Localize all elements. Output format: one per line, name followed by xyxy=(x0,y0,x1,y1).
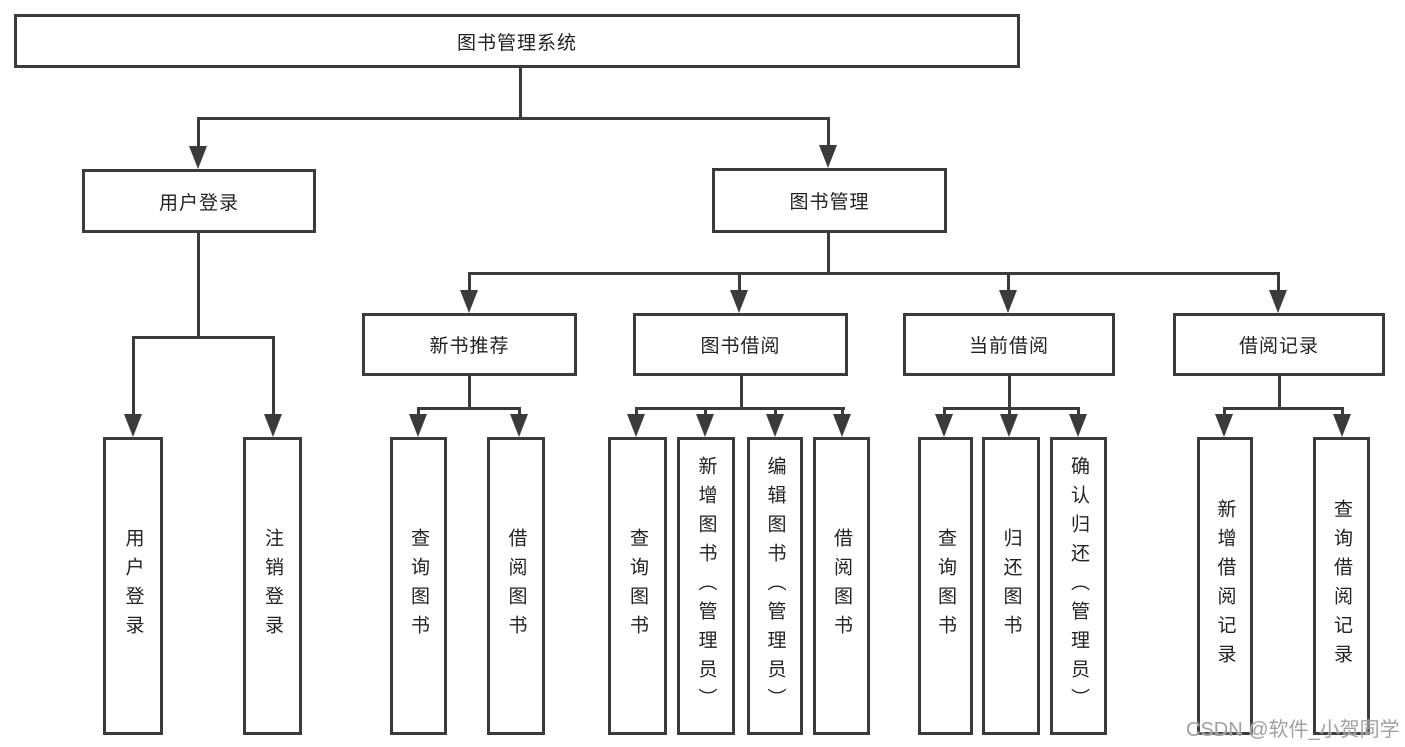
node-current-borrow-label: 当前借阅 xyxy=(968,336,1049,357)
arrow-down xyxy=(264,414,282,437)
node-new-book-recommend-label: 新书推荐 xyxy=(429,336,510,357)
node-leaf-query-borrow-record: 查询借阅记录 xyxy=(1313,437,1370,735)
arrow-down xyxy=(124,414,142,437)
arrow-down xyxy=(460,290,478,313)
node-book-borrow: 图书借阅 xyxy=(633,313,848,376)
node-current-borrow: 当前借阅 xyxy=(903,313,1115,376)
connector-line xyxy=(704,407,707,415)
arrow-down xyxy=(1333,414,1351,437)
connector-line xyxy=(417,407,521,410)
node-leaf-query-book-3: 查询图书 xyxy=(918,437,973,735)
connector-line xyxy=(827,233,830,272)
connector-line xyxy=(1223,407,1344,410)
arrow-down xyxy=(766,414,784,437)
connector-line xyxy=(518,407,521,415)
arrow-down xyxy=(696,414,714,437)
node-leaf-query-book-1-label: 查询图书 xyxy=(408,528,429,644)
connector-line xyxy=(132,336,275,339)
node-user-login-label: 用户登录 xyxy=(158,192,239,214)
connector-line xyxy=(1077,407,1080,415)
node-leaf-user-login: 用户登录 xyxy=(103,437,163,735)
connector-line xyxy=(774,407,777,415)
node-leaf-borrow-book-2-label: 借阅图书 xyxy=(831,528,852,644)
node-leaf-query-book-2-label: 查询图书 xyxy=(627,528,648,644)
arrow-down xyxy=(1000,414,1018,437)
node-user-login: 用户登录 xyxy=(82,169,316,233)
node-leaf-query-borrow-record-label: 查询借阅记录 xyxy=(1331,499,1352,673)
arrow-down xyxy=(189,146,207,169)
arrow-down xyxy=(1215,414,1233,437)
connector-line xyxy=(943,407,1080,410)
arrow-down xyxy=(999,290,1017,313)
arrow-down xyxy=(1069,414,1087,437)
node-leaf-query-book-3-label: 查询图书 xyxy=(935,528,956,644)
node-borrow-records: 借阅记录 xyxy=(1173,313,1385,376)
node-leaf-user-login-label: 用户登录 xyxy=(122,528,144,644)
connector-line xyxy=(197,117,830,120)
node-book-borrow-label: 图书借阅 xyxy=(700,336,781,357)
connector-line xyxy=(519,68,522,117)
connector-line xyxy=(1278,376,1281,407)
arrow-down xyxy=(627,414,645,437)
connector-line xyxy=(468,272,471,291)
node-leaf-return-book: 归还图书 xyxy=(982,437,1040,735)
node-book-management-label: 图书管理 xyxy=(789,192,870,213)
arrow-down xyxy=(510,414,528,437)
node-leaf-add-borrow-record: 新增借阅记录 xyxy=(1197,437,1253,735)
connector-line xyxy=(468,272,1280,275)
connector-line xyxy=(1223,407,1226,415)
connector-line xyxy=(740,376,743,407)
node-leaf-return-book-label: 归还图书 xyxy=(1000,528,1022,644)
arrow-down xyxy=(935,414,953,437)
connector-line xyxy=(1007,272,1010,291)
node-leaf-borrow-book-2: 借阅图书 xyxy=(813,437,870,735)
connector-line xyxy=(132,336,135,414)
connector-line xyxy=(635,407,845,410)
node-new-book-recommend: 新书推荐 xyxy=(362,313,577,376)
node-leaf-edit-book-admin-label: 编辑图书（管理员） xyxy=(764,455,786,717)
node-leaf-confirm-return-admin: 确认归还（管理员） xyxy=(1050,437,1107,735)
connector-line xyxy=(1277,272,1280,291)
node-leaf-logout-label: 注销登录 xyxy=(262,528,283,644)
connector-line xyxy=(1008,407,1011,415)
connector-line xyxy=(738,272,741,291)
node-leaf-edit-book-admin: 编辑图书（管理员） xyxy=(747,437,803,735)
node-root-label: 图书管理系统 xyxy=(456,32,577,54)
connector-line xyxy=(1008,376,1011,407)
arrow-down xyxy=(409,414,427,437)
node-leaf-add-book-admin: 新增图书（管理员） xyxy=(677,437,735,735)
connector-line xyxy=(841,407,844,415)
connector-line xyxy=(468,376,471,407)
connector-line xyxy=(1341,407,1344,415)
node-leaf-logout: 注销登录 xyxy=(243,437,302,735)
node-leaf-query-book-1: 查询图书 xyxy=(390,437,447,735)
connector-line xyxy=(635,407,638,415)
node-leaf-add-book-admin-label: 新增图书（管理员） xyxy=(695,455,717,717)
connector-line xyxy=(943,407,946,415)
connector-line xyxy=(197,233,200,336)
node-leaf-confirm-return-admin-label: 确认归还（管理员） xyxy=(1068,455,1089,717)
arrow-down xyxy=(730,290,748,313)
node-borrow-records-label: 借阅记录 xyxy=(1238,336,1319,357)
node-root: 图书管理系统 xyxy=(14,14,1020,68)
node-leaf-borrow-book-1-label: 借阅图书 xyxy=(505,528,527,644)
node-leaf-borrow-book-1: 借阅图书 xyxy=(487,437,545,735)
connector-line xyxy=(827,117,830,145)
arrow-down xyxy=(1269,290,1287,313)
node-leaf-add-borrow-record-label: 新增借阅记录 xyxy=(1214,499,1236,673)
node-leaf-query-book-2: 查询图书 xyxy=(608,437,667,735)
connector-line xyxy=(197,117,200,146)
csdn-watermark: CSDN @软件_小贺同学 xyxy=(1186,719,1400,741)
arrow-down xyxy=(819,145,837,168)
connector-line xyxy=(272,336,275,414)
node-book-management: 图书管理 xyxy=(712,168,947,233)
arrow-down xyxy=(833,414,851,437)
connector-line xyxy=(417,407,420,415)
